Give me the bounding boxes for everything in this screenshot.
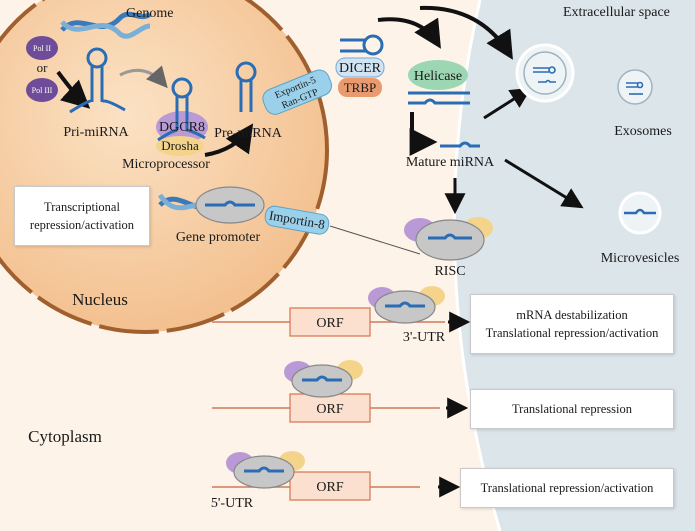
- cytoplasm-label: Cytoplasm: [28, 427, 102, 446]
- arrow-dicer-to-helicase: [377, 17, 441, 49]
- extracellular-space-label: Extracellular space: [563, 5, 670, 20]
- trbp-label: TRBP: [344, 80, 377, 95]
- arrow-helicase-to-mature: [409, 112, 438, 156]
- mature-mirna-icon: [440, 141, 480, 148]
- risc-complex-icon: [404, 217, 493, 261]
- translational-repression-text: Translational repression: [511, 401, 632, 416]
- arrow-mature-to-exosome: [483, 87, 532, 120]
- arrow-micro-to-pre: [204, 123, 254, 157]
- exosome-bud-icon: [515, 43, 575, 103]
- microprocessor-complex: [156, 77, 208, 156]
- transcriptional-line-1: Transcriptional: [44, 199, 120, 214]
- translational-repression-box: Translational repression: [470, 389, 674, 429]
- pol-ii-icon: [26, 36, 58, 60]
- pri-mirna-label: Pri-miRNA: [63, 125, 129, 140]
- dgcr8-label: DGCR8: [159, 120, 205, 135]
- gene-promoter-label: Gene promoter: [176, 230, 261, 245]
- pre-mirna-hairpin-icon: [235, 61, 257, 112]
- genome-label: Genome: [126, 6, 173, 21]
- helicase-icon: [408, 60, 468, 90]
- pol-iii-icon: [26, 78, 58, 102]
- transcriptional-box: Transcriptional repression/activation: [14, 186, 150, 246]
- promoter-risc-complex: [195, 186, 265, 224]
- orf-box-3: [289, 471, 371, 501]
- arrow-dicer-to-exosome: [419, 5, 513, 60]
- exosomes-label: Exosomes: [614, 124, 672, 139]
- risc-label: RISC: [434, 264, 465, 279]
- nuclear-envelope: [0, 0, 329, 334]
- dicer-complex: [335, 34, 385, 97]
- mrna-effects-box: mRNA destabilization Translational repre…: [470, 294, 674, 354]
- arrow-mature-to-microvesicle: [504, 158, 584, 209]
- risc-on-orf-icon: [284, 360, 363, 398]
- drosha-label: Drosha: [161, 138, 199, 153]
- risc-on-5utr-icon: [226, 451, 305, 489]
- risc-on-utr-icon: [368, 286, 445, 324]
- microprocessor-label: Microprocessor: [122, 157, 210, 172]
- helicase-label: Helicase: [414, 69, 462, 84]
- nucleus-label: Nucleus: [72, 290, 128, 309]
- translational-ra-text-1: Translational repression/activation: [485, 326, 659, 340]
- pol-iii-label: Pol III: [32, 86, 53, 95]
- translational-ra-text-2: Translational repression/activation: [480, 480, 654, 495]
- microvesicles-label: Microvesicles: [601, 251, 680, 266]
- mrna-destabilization-text: mRNA destabilization: [516, 307, 628, 322]
- microvesicle-icon: [618, 191, 662, 235]
- promoter-mirna-icon: [205, 200, 255, 207]
- orf-box-1: [289, 307, 371, 337]
- pri-mirna-hairpin-icon: [69, 47, 126, 114]
- translational-ra-box: Translational repression/activation: [460, 468, 674, 508]
- dicer-label: DICER: [339, 61, 382, 76]
- importin-link-line: [329, 225, 421, 255]
- or-label: or: [37, 60, 49, 75]
- transcriptional-line-2: repression/activation: [29, 218, 135, 232]
- exosome-icon: [617, 69, 653, 105]
- pol-ii-label: Pol II: [33, 44, 51, 53]
- utr5-label: 5'-UTR: [211, 496, 254, 511]
- utr3-label: 3'-UTR: [403, 330, 446, 345]
- orf-label-2: ORF: [316, 402, 343, 417]
- mature-mirna-label: Mature miRNA: [406, 155, 495, 170]
- orf-label-3: ORF: [316, 480, 343, 495]
- mirna-duplex-icon: [408, 91, 470, 105]
- arrow-pri-to-micro: [119, 65, 168, 89]
- genome-dna-icon: [60, 11, 152, 39]
- orf-label-1: ORF: [316, 316, 343, 331]
- pre-mirna-label: Pre-miRNA: [214, 126, 283, 141]
